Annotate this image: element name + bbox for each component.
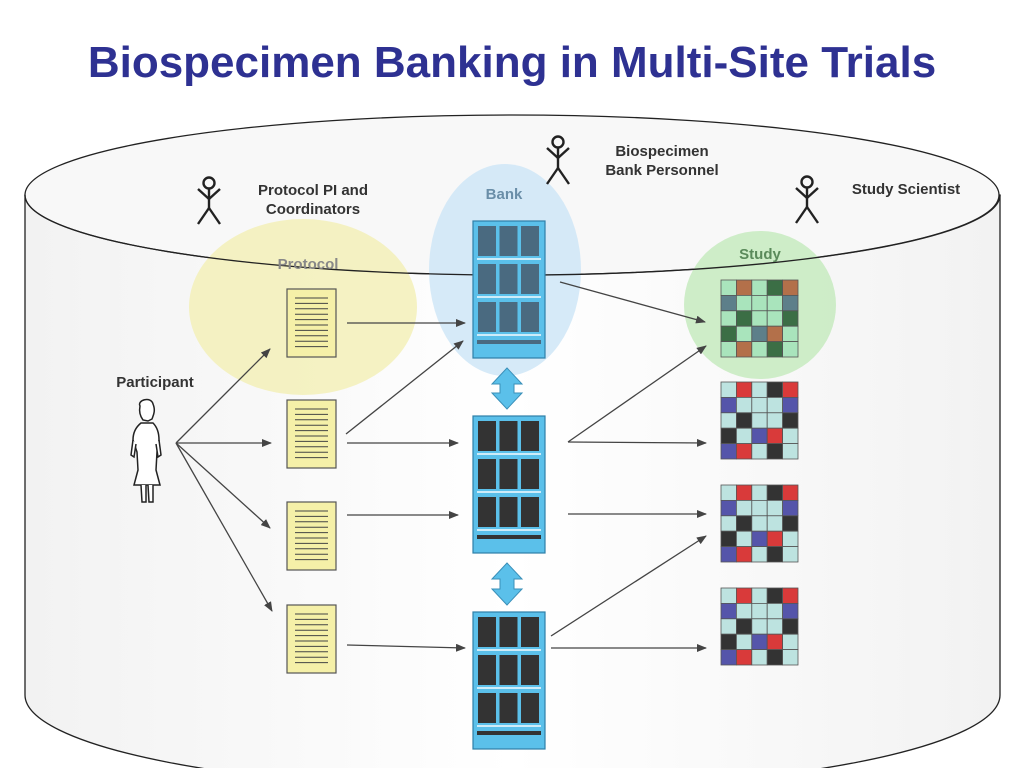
bank-to-study-arrows: [550, 281, 707, 652]
bank-label: Bank: [486, 186, 523, 203]
bank-personnel-person-icon: [546, 135, 570, 185]
protocol-document-icon: [286, 501, 337, 571]
participant-arrows: [175, 348, 273, 612]
participant-icon: [130, 398, 162, 503]
document-to-bank-arrows: [345, 319, 466, 652]
bank-exchange-arrows: [490, 367, 524, 606]
bank-rack-icon: [472, 220, 546, 359]
protocol-documents: [286, 288, 337, 674]
protocol-document-icon: [286, 399, 337, 469]
sample-grid-icon: [720, 381, 799, 460]
protocol-label: Protocol: [278, 256, 339, 273]
study-scientist-label: Study Scientist: [851, 181, 961, 198]
participant-label: Participant: [116, 374, 194, 391]
protocol-pi-label: Protocol PI and Coordinators: [257, 182, 368, 218]
slide-title: Biospecimen Banking in Multi-Site Trials: [87, 38, 937, 87]
study-label: Study: [739, 246, 781, 263]
study-grids: [720, 279, 799, 666]
protocol-document-icon: [286, 604, 337, 674]
protocol-document-icon: [286, 288, 337, 358]
protocol-pi-person-icon: [197, 176, 221, 225]
bank-personnel-label: Biospecimen Bank Personnel: [605, 143, 719, 179]
sample-grid-icon: [720, 484, 799, 563]
sample-grid-icon: [720, 279, 799, 358]
bank-rack-icon: [472, 415, 546, 554]
bank-racks: [472, 220, 546, 750]
bank-rack-icon: [472, 611, 546, 750]
study-scientist-person-icon: [795, 175, 819, 224]
sample-grid-icon: [720, 587, 799, 666]
